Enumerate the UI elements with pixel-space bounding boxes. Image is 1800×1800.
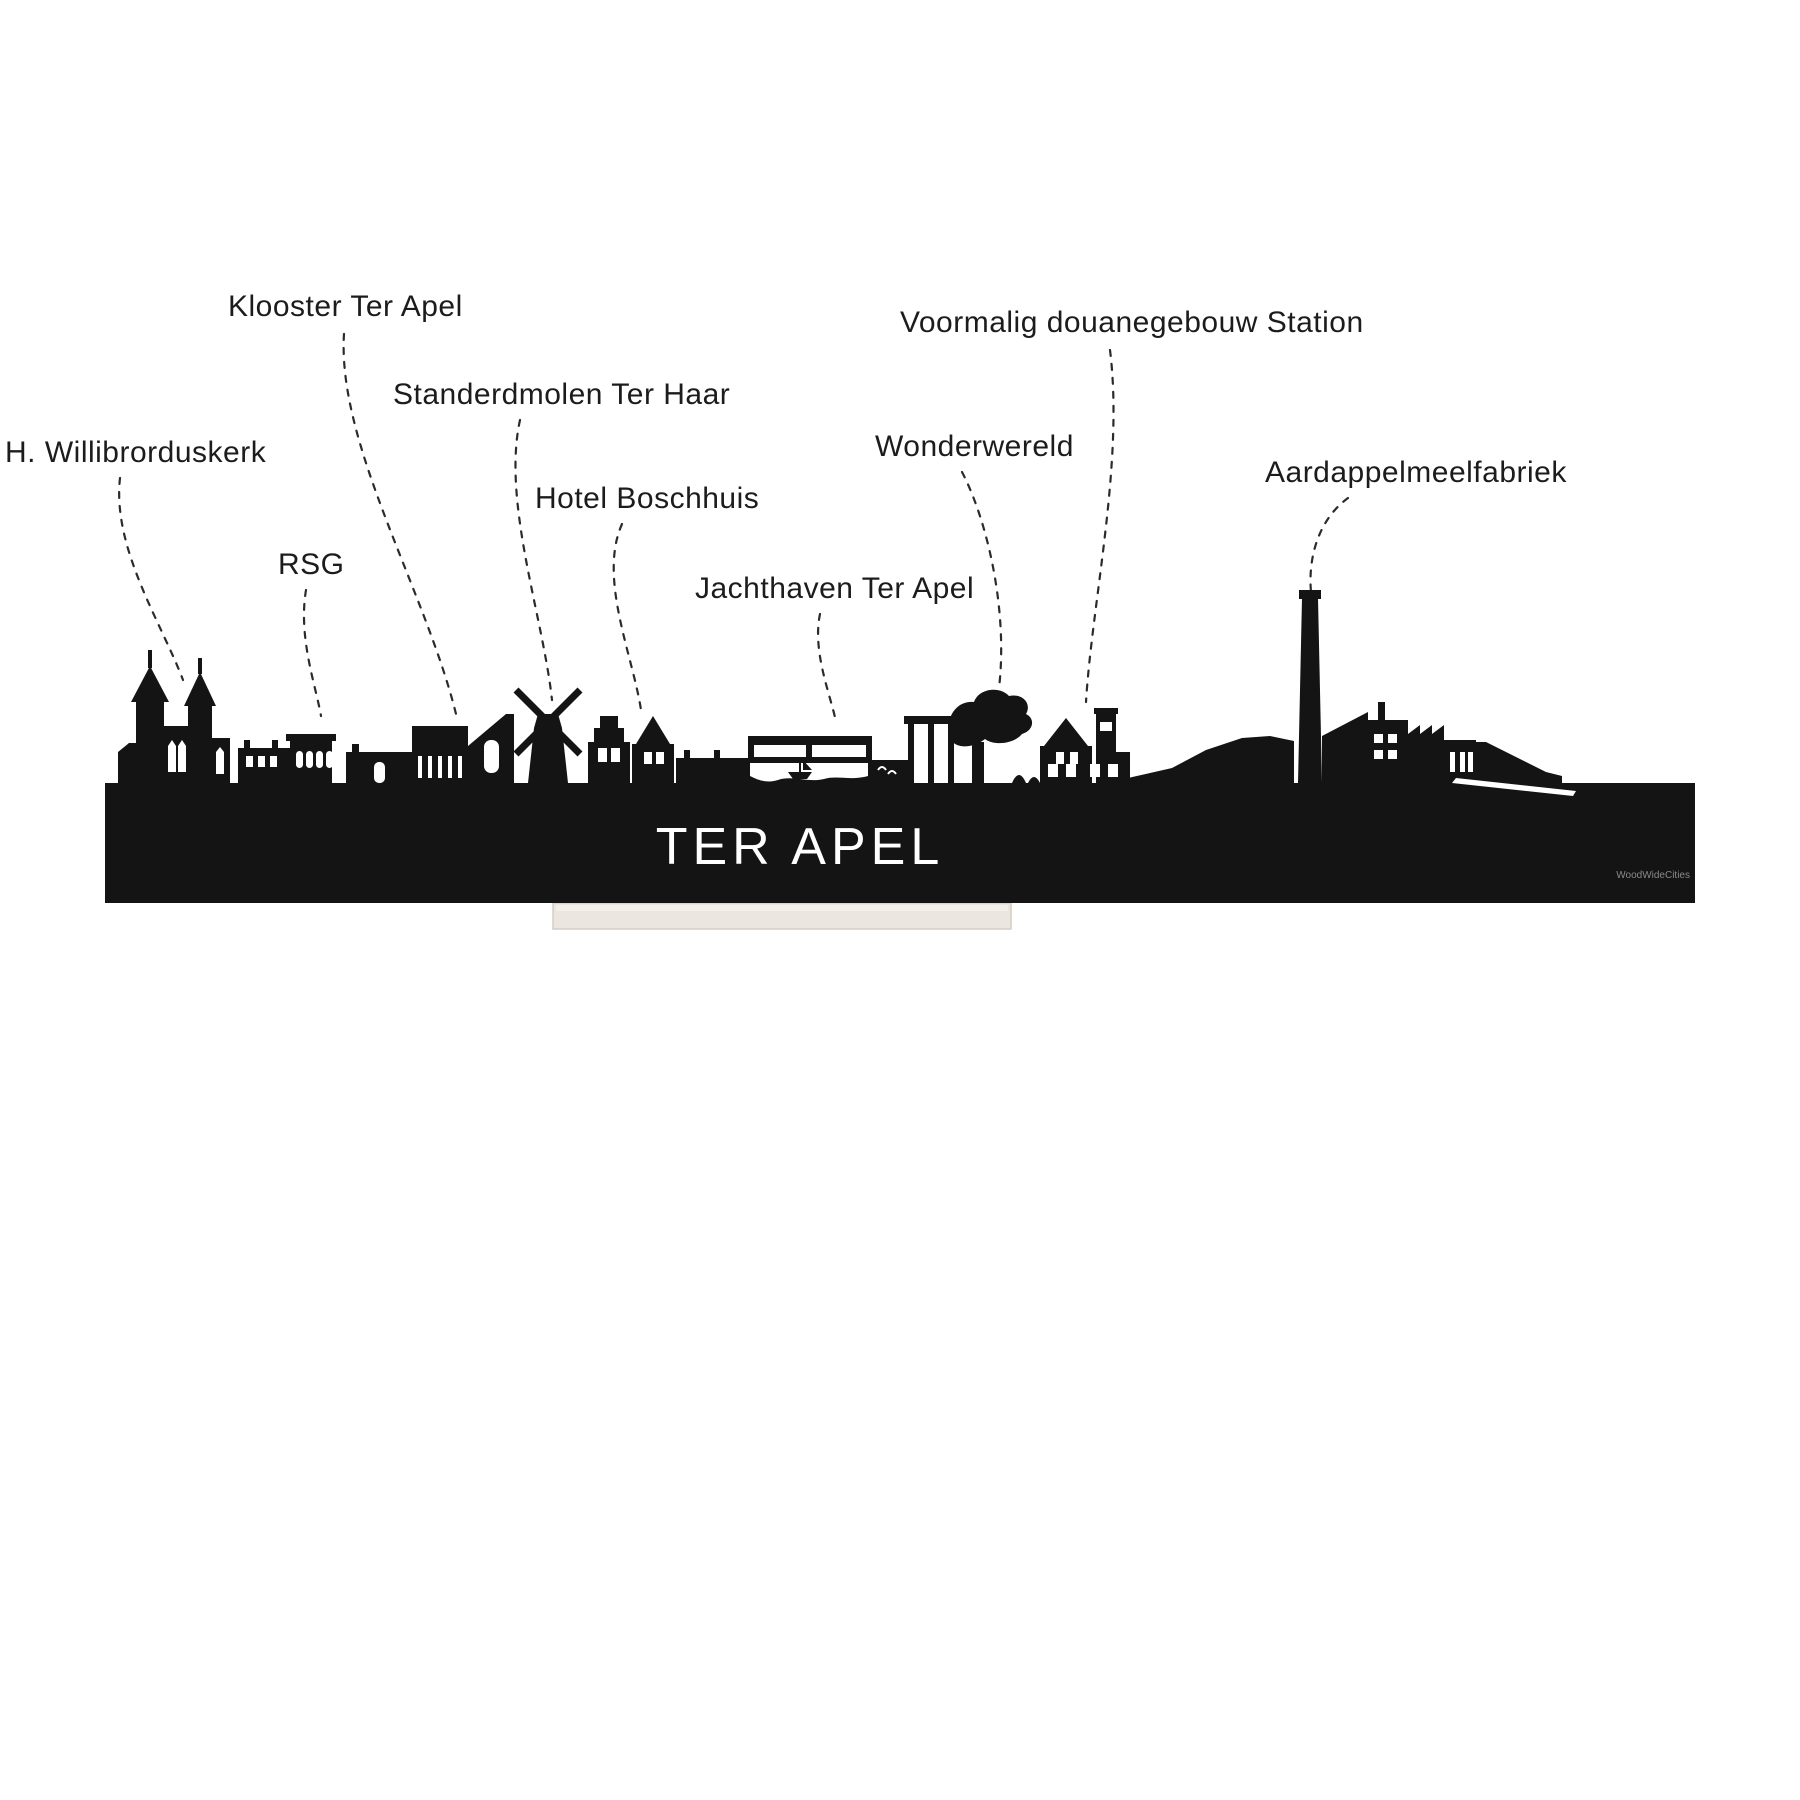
label-h-willibrorduskerk: H. Willibrorduskerk [5,436,267,469]
leader-line-jachthaven [816,612,838,724]
label-jachthaven-ter-apel: Jachthaven Ter Apel [695,572,975,605]
leader-line-rsg [302,588,323,718]
leader-line-klooster [342,332,458,716]
base-band [105,783,1695,903]
label-wonderwereld: Wonderwereld [875,430,1074,463]
leader-lines [118,332,1350,724]
leader-line-willibrorduskerk [118,476,185,682]
skyline-title: TER APEL [656,818,945,876]
silhouette-aardappelmeelfabriek [1298,590,1562,783]
leader-line-aardappelmeelfabriek [1309,496,1350,594]
silhouette-terrain [1128,736,1294,783]
leader-line-standerdmolen [514,418,554,702]
watermark: WoodWideCities [1616,870,1690,881]
label-voormalig-douanegebouw-station: Voormalig douanegebouw Station [900,306,1364,339]
silhouette-wonderwereld [904,689,1040,783]
leader-line-wonderwereld [960,470,1003,690]
leader-line-station [1084,348,1115,704]
silhouette-willibrorduskerk [118,650,230,783]
label-hotel-boschhuis: Hotel Boschhuis [535,482,760,515]
silhouette-cutouts [168,722,1576,796]
label-klooster-ter-apel: Klooster Ter Apel [228,290,463,323]
label-rsg: RSG [278,548,345,581]
stand [552,902,1012,930]
label-standerdmolen-ter-haar: Standerdmolen Ter Haar [393,378,731,411]
label-aardappelmeelfabriek: Aardappelmeelfabriek [1265,456,1567,489]
silhouette-hotel-boschhuis [588,716,748,783]
boat-details [788,760,812,779]
silhouette-standerdmolen [513,687,583,783]
leader-line-hotel-boschhuis [612,522,643,712]
